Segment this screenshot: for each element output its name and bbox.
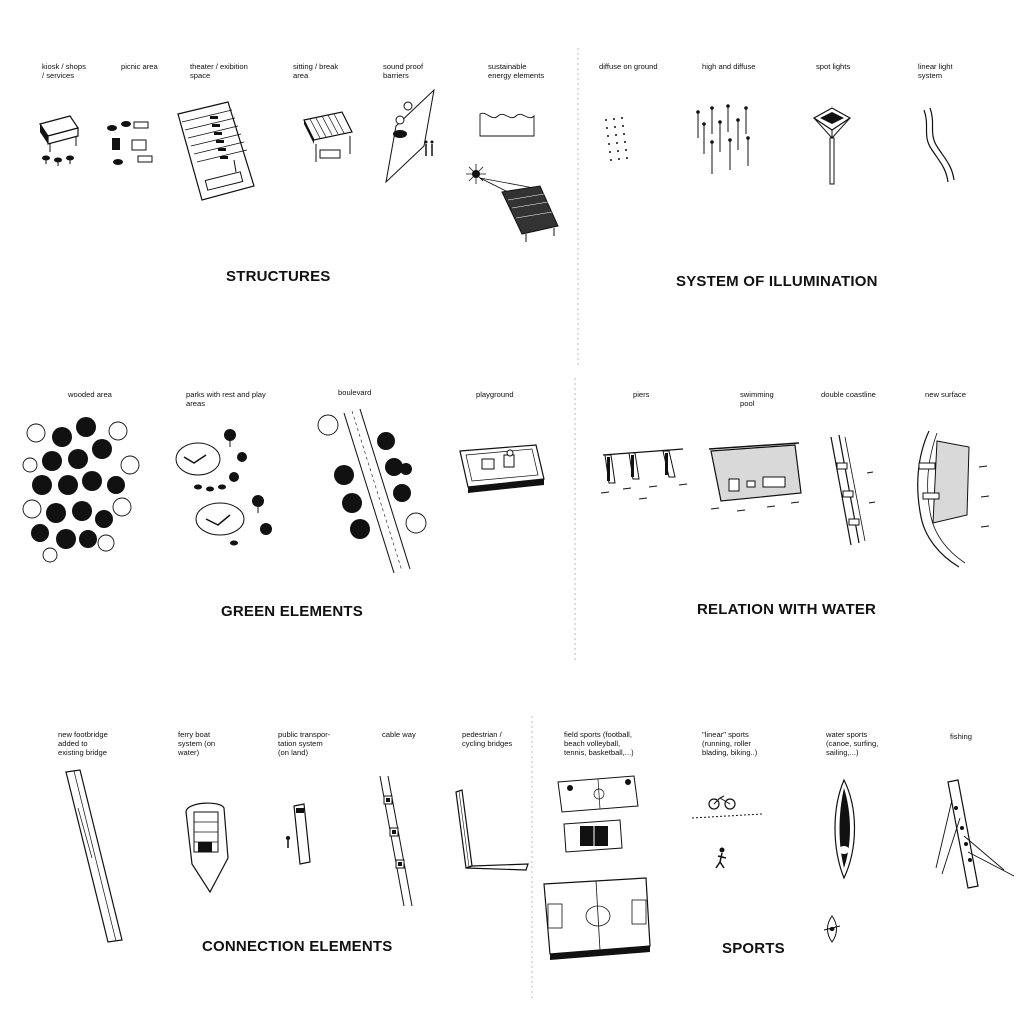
theater-icon [177,101,255,201]
item-label-ferry: ferry boat system (on water) [178,730,216,757]
item-label-coastline: double coastline [821,390,876,399]
item-label-transport: public transpor- tation system (on land) [278,730,331,757]
item-label-cable-way: cable way [382,730,416,739]
picnic-icon [107,121,153,165]
solar-panel-icon [466,112,559,242]
item-label-parks: parks with rest and play areas [186,390,266,408]
sports-fields-icon [543,775,651,960]
shelter-icon [303,111,353,162]
canoe-small-icon [823,915,841,943]
item-label-kiosk: kiosk / shops / services [42,62,86,80]
item-label-linear-light: linear light system [918,62,953,80]
kiosk-icon [39,115,79,166]
park-icon [175,429,272,546]
section-title-illumination: SYSTEM OF ILLUMINATION [676,273,878,290]
double-coastline-icon [830,434,876,546]
section-title-green: GREEN ELEMENTS [221,603,363,620]
fishing-pier-icon [935,779,1015,889]
playground-icon [459,444,545,493]
bus-icon [286,803,311,865]
canoe-icon [834,778,856,880]
item-label-barriers: sound proof barriers [383,62,424,80]
item-label-piers: piers [633,390,650,399]
item-label-playground: playground [476,390,514,399]
item-label-new-surface: new surface [925,390,966,399]
item-label-linear-sports: "linear" sports (running, roller blading… [702,730,758,757]
item-label-water-sports: water sports (canoe, surfing, sailing,..… [826,730,879,757]
section-green: wooded area parks with rest and play are… [0,375,575,665]
item-label-footbridge: new footbridge added to existing bridge [58,730,108,757]
item-label-boulevard: boulevard [338,388,372,397]
cycling-bridge-icon [455,789,529,871]
cable-way-icon [379,775,413,907]
item-label-high-diffuse: high and diffuse [702,62,756,71]
pole-lights-icon [696,104,750,174]
swimming-pool-icon [708,442,802,512]
barrier-icon [385,88,435,184]
ground-lights-icon [605,117,628,161]
linear-light-icon [923,107,955,183]
section-water: piers swimming pool double coastline new… [575,375,1024,665]
spotlight-tower-icon [812,107,852,185]
piers-icon [600,448,688,500]
item-label-energy: sustainable energy elements [488,62,545,80]
item-label-diffuse-ground: diffuse on ground [599,62,658,71]
section-title-water: RELATION WITH WATER [697,601,877,618]
section-sports: field sports (football, beach volleyball… [532,716,1024,1016]
section-title-structures: STRUCTURES [226,268,331,285]
item-label-picnic: picnic area [121,62,158,71]
ferry-boat-icon [185,802,229,894]
section-illumination: diffuse on ground high and diffuse spot … [578,0,1024,360]
item-label-fishing: fishing [950,732,972,741]
boulevard-icon [317,408,427,574]
item-label-sitting: sitting / break area [293,62,339,80]
cycling-running-icon [691,795,763,869]
section-structures: kiosk / shops / services picnic area the… [0,0,578,360]
item-label-swimming: swimming pool [740,390,774,408]
item-label-spot-lights: spot lights [816,62,851,71]
item-label-theater: theater / exibition space [190,62,248,80]
item-label-field-sports: field sports (football, beach volleyball… [564,730,634,757]
section-connection: new footbridge added to existing bridge … [0,716,532,1016]
item-label-cycling-bridges: pedestrian / cycling bridges [462,730,513,748]
item-label-wooded: wooded area [68,390,112,399]
new-surface-icon [917,430,990,568]
wooded-area-icon [22,417,140,563]
section-title-sports: SPORTS [722,940,785,957]
section-title-connection: CONNECTION ELEMENTS [202,938,393,955]
footbridge-icon [65,769,123,943]
